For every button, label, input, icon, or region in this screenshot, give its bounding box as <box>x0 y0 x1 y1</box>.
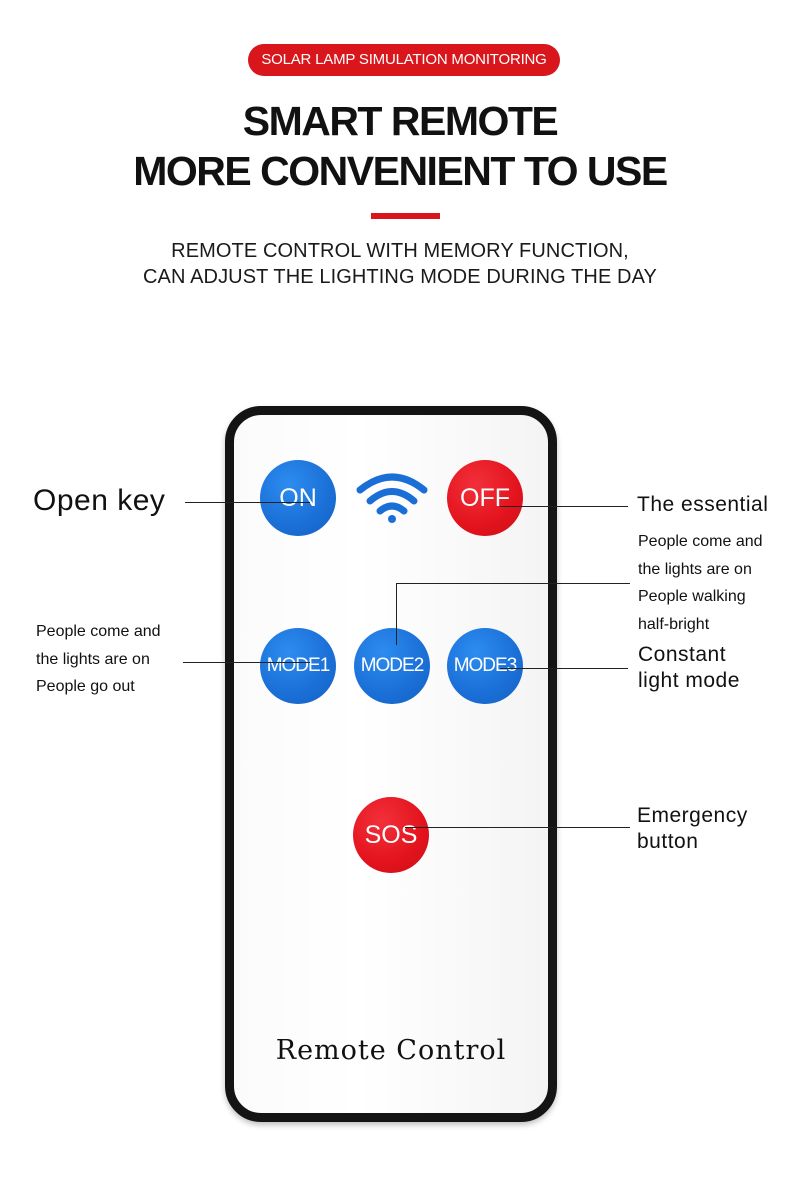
callout-the-essential: The essential <box>637 493 769 516</box>
headline-line-1: SMART REMOTE <box>242 98 559 144</box>
remote-footer-text: Remote Control <box>275 1035 507 1066</box>
callout-line-off <box>500 506 628 507</box>
callout-mode1-text: People come and the lights are on People… <box>36 618 161 701</box>
header-badge: SOLAR LAMP SIMULATION MONITORING <box>248 44 560 76</box>
callout-mode2-line-1: People come and <box>638 533 763 550</box>
callout-line-mode2-horizontal <box>396 583 630 584</box>
headline-line-2: MORE CONVENIENT TO USE <box>133 148 668 194</box>
callout-mode1-line-2: the lights are on <box>36 650 150 668</box>
callout-line-sos <box>405 827 630 828</box>
callout-emergency-text: Emergency button <box>637 803 748 855</box>
callout-mode2-text: People come and the lights are on People… <box>638 528 763 638</box>
callout-line-mode3 <box>500 668 628 669</box>
off-button[interactable]: OFF <box>447 460 523 536</box>
wifi-icon <box>356 473 428 523</box>
callout-mode1-line-1: People come and <box>36 623 161 640</box>
callout-mode2-line-3: People walking <box>638 588 746 605</box>
subtitle-line-2: CAN ADJUST THE LIGHTING MODE DURING THE … <box>143 266 657 288</box>
callout-mode2-line-4: half-bright <box>638 615 710 633</box>
callout-emergency-line-2: button <box>637 830 699 853</box>
callout-open-key: Open key <box>33 484 166 517</box>
callout-mode1-line-3: People go out <box>36 678 135 695</box>
callout-line-open-key <box>185 502 310 503</box>
callout-line-mode1 <box>183 662 310 663</box>
accent-divider <box>371 213 440 219</box>
mode1-button[interactable]: MODE1 <box>260 628 336 704</box>
callout-emergency-line-1: Emergency <box>637 804 748 827</box>
callout-mode3-text: Constant light mode <box>638 642 740 694</box>
mode3-button[interactable]: MODE3 <box>447 628 523 704</box>
callout-mode2-line-2: the lights are on <box>638 560 752 578</box>
callout-line-mode2-vertical <box>396 583 397 645</box>
sos-button[interactable]: SOS <box>353 797 429 873</box>
subtitle-line-1: REMOTE CONTROL WITH MEMORY FUNCTION, <box>171 240 629 262</box>
on-button[interactable]: ON <box>260 460 336 536</box>
mode2-button[interactable]: MODE2 <box>354 628 430 704</box>
callout-mode3-line-1: Constant <box>638 643 727 666</box>
callout-mode3-line-2: light mode <box>638 669 740 692</box>
